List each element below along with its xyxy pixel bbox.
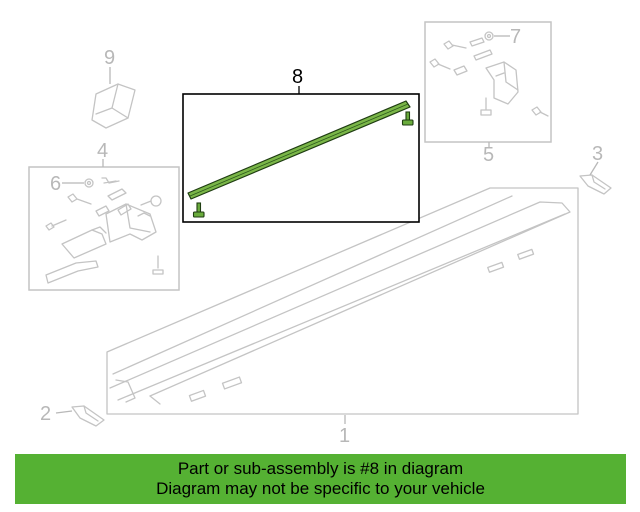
part-1-rocker-molding[interactable] [106,187,579,415]
part-4-box[interactable] [28,166,180,291]
part-8-molding-strip[interactable] [187,100,411,200]
part-5-components [429,31,549,117]
part-9-bracket[interactable] [91,83,136,129]
part-3-end-cap[interactable] [579,174,612,195]
callout-5[interactable]: 5 [483,144,494,166]
part-5-box[interactable] [424,21,552,143]
info-banner: Part or sub-assembly is #8 in diagram Di… [15,454,626,504]
callout-6[interactable]: 6 [50,173,61,195]
part-8-clip-right [401,111,414,126]
callout-2[interactable]: 2 [40,403,51,425]
banner-line-2: Diagram may not be specific to your vehi… [156,479,485,498]
part-2-end-cap[interactable] [71,405,105,427]
parts-diagram: 1 2 3 9 4 6 [28,21,612,447]
callout-9[interactable]: 9 [104,47,115,69]
leader-2 [55,410,73,414]
part-8-clip-left [192,202,205,218]
callout-3[interactable]: 3 [592,143,603,165]
callout-1[interactable]: 1 [339,425,350,447]
banner-line-1: Part or sub-assembly is #8 in diagram [177,459,464,478]
leader-3 [589,161,599,176]
callout-4[interactable]: 4 [97,140,108,162]
callout-8[interactable]: 8 [292,66,303,88]
callout-7[interactable]: 7 [510,26,521,48]
part-4-components [45,177,164,284]
